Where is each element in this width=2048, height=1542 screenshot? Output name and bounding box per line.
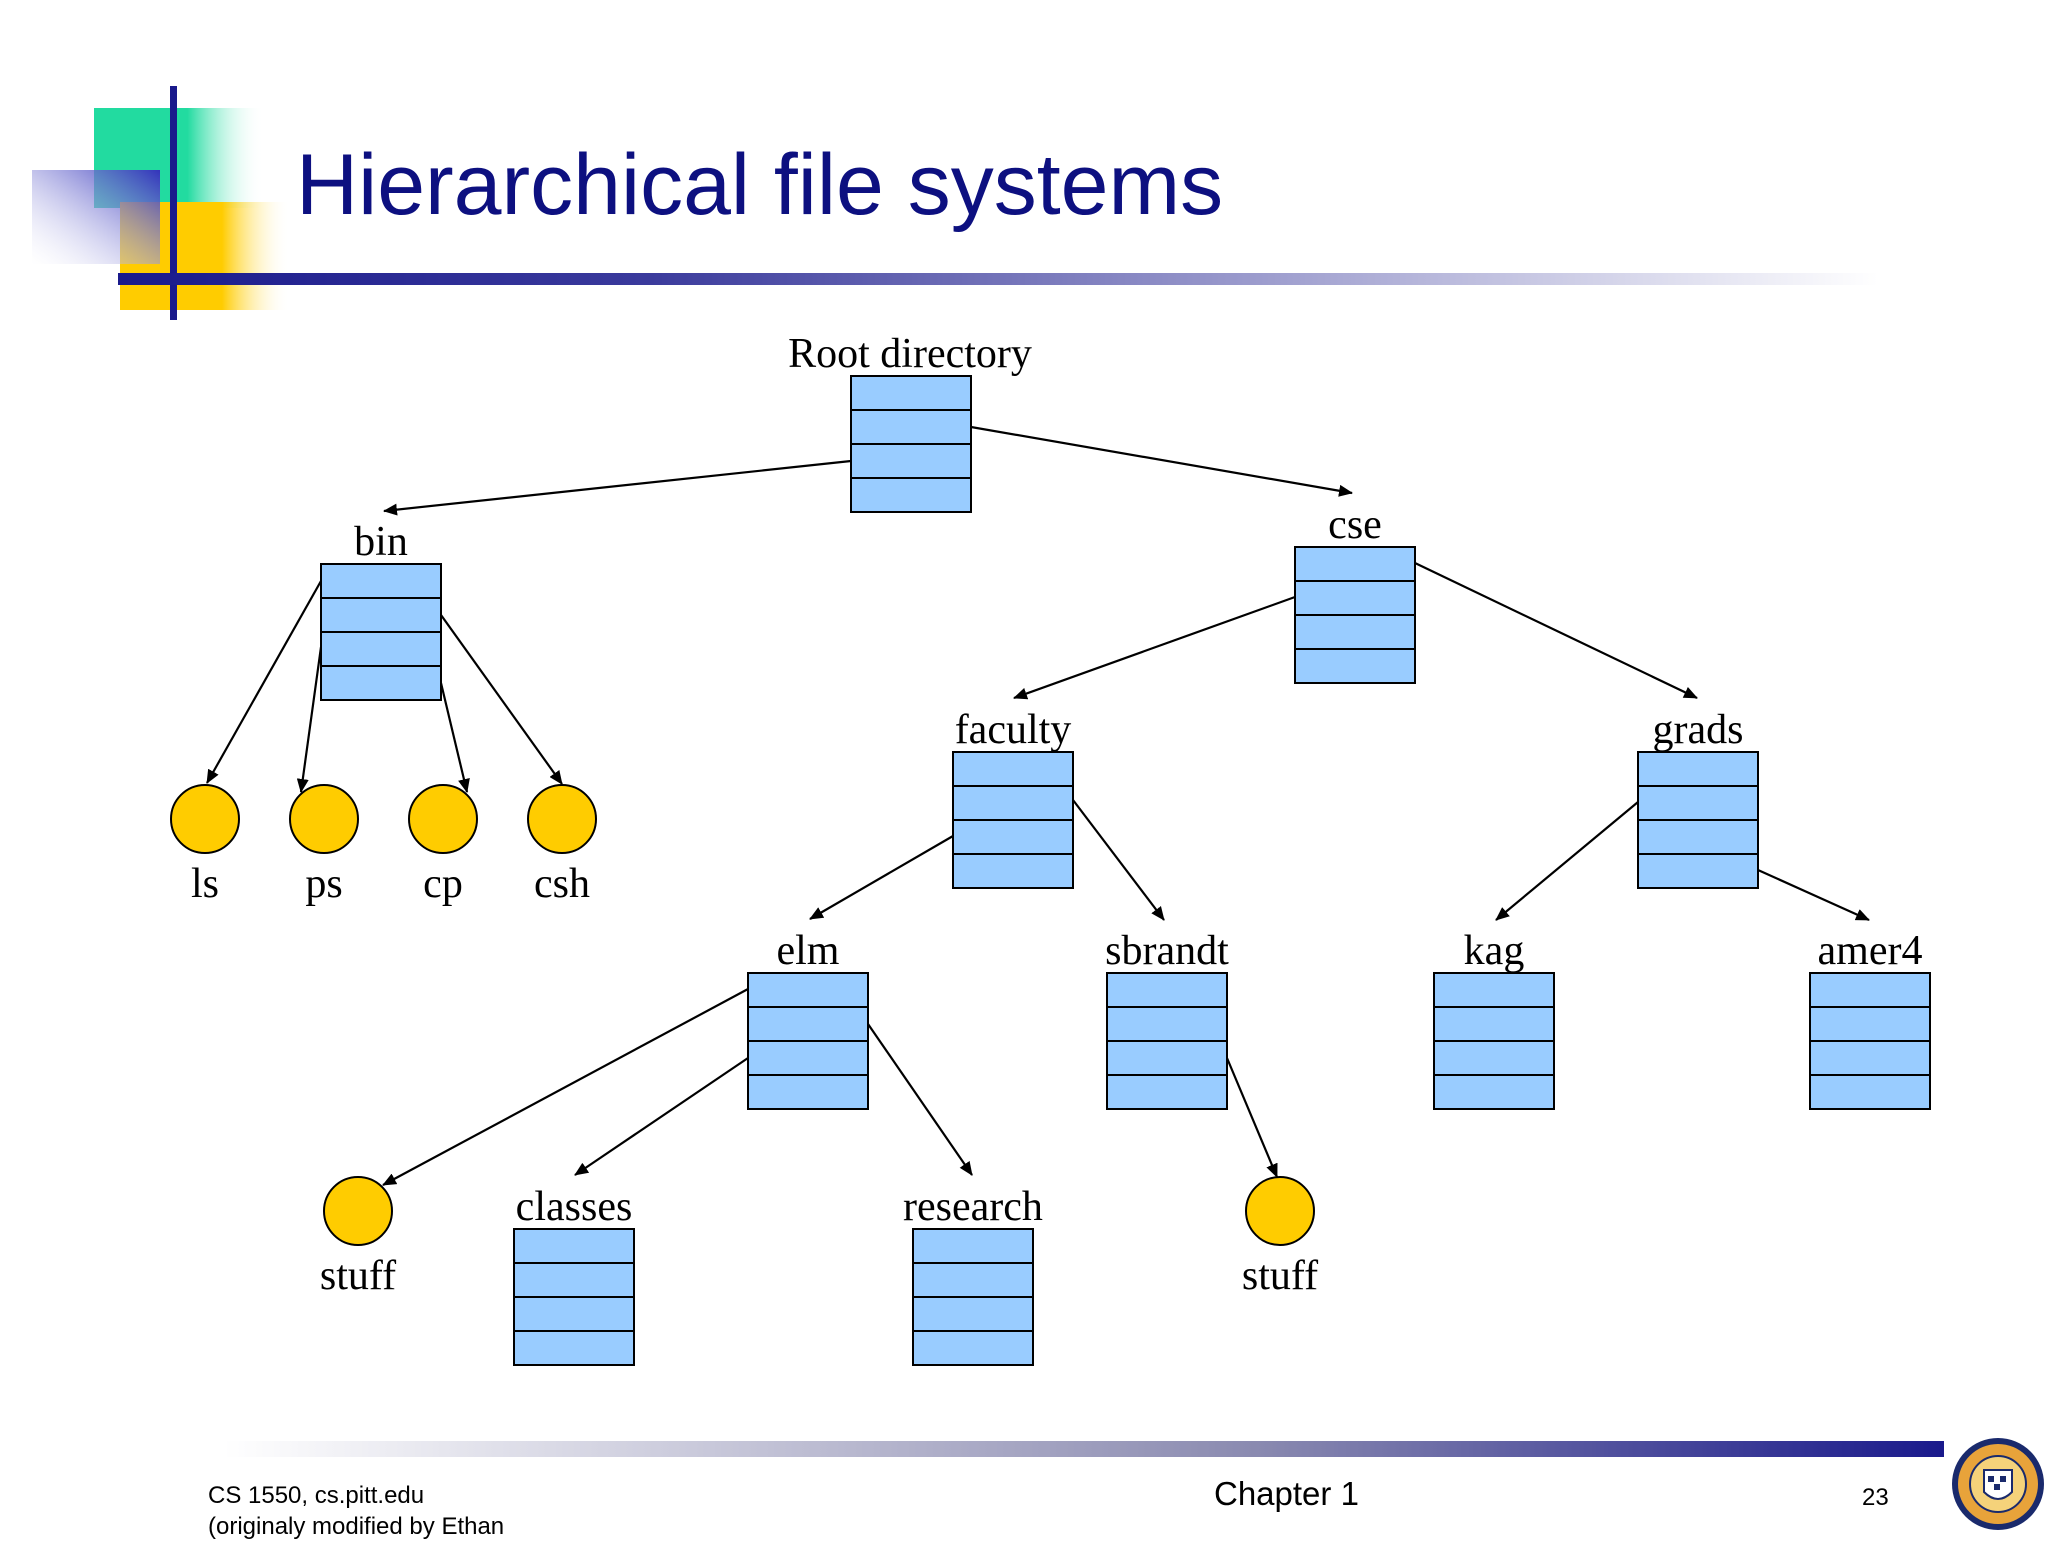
edge-cse-to-grads	[1414, 562, 1698, 699]
slide-title: Hierarchical file systems	[296, 137, 1224, 233]
file-stuff1	[323, 1176, 393, 1246]
directory-bin	[320, 563, 442, 701]
directory-sbrandt	[1106, 972, 1228, 1110]
footer-chapter: Chapter 1	[1214, 1475, 1359, 1512]
edge-faculty-to-elm	[809, 835, 954, 920]
file-ps	[289, 784, 359, 854]
edge-grads-to-kag	[1495, 801, 1639, 921]
directory-cse	[1294, 546, 1416, 684]
edge-elm-to-research	[867, 1023, 973, 1176]
footer-line-2: (originaly modified by Ethan	[208, 1513, 505, 1540]
directory-amer4	[1809, 972, 1931, 1110]
directory-root	[850, 375, 972, 513]
vertical-bar	[170, 86, 177, 320]
file-label-ps: ps	[305, 861, 342, 907]
directory-research	[912, 1228, 1034, 1366]
title-underline	[118, 273, 1878, 285]
directory-label-amer4: amer4	[1818, 928, 1923, 974]
directory-label-cse: cse	[1328, 502, 1382, 548]
directory-label-research: research	[903, 1184, 1043, 1230]
directory-kag	[1433, 972, 1555, 1110]
directory-elm	[747, 972, 869, 1110]
file-stuff2	[1245, 1176, 1315, 1246]
directory-label-elm: elm	[777, 928, 840, 974]
corner-decoration	[32, 86, 290, 320]
edge-root-to-cse	[970, 425, 1353, 497]
edge-root-to-bin	[383, 459, 852, 516]
directory-label-sbrandt: sbrandt	[1105, 928, 1229, 974]
directory-label-kag: kag	[1464, 928, 1525, 974]
file-system-tree-diagram: Root directory bin cse faculty grads elm sbran…	[170, 331, 1931, 1366]
edge-bin-to-cp	[439, 682, 470, 793]
directory-label-grads: grads	[1653, 707, 1744, 753]
file-cp	[408, 784, 478, 854]
footer-line-1: CS 1550, cs.pitt.edu	[208, 1482, 425, 1509]
page-number: 23	[1862, 1484, 1889, 1511]
file-label-csh: csh	[534, 861, 590, 907]
footer-bar	[224, 1441, 1944, 1457]
edge-bin-to-csh	[440, 614, 563, 785]
file-label-stuff2: stuff	[1242, 1253, 1318, 1299]
directory-label-root: Root directory	[788, 331, 1032, 377]
edge-elm-to-stuff1	[382, 988, 749, 1186]
file-label-cp: cp	[423, 861, 463, 907]
file-ls	[170, 784, 240, 854]
edge-faculty-to-sbrandt	[1072, 799, 1165, 921]
edge-cse-to-faculty	[1013, 595, 1296, 700]
footer-course-credit: CS 1550, cs.pitt.edu (originaly modified…	[208, 1480, 504, 1542]
edge-grads-to-amer4	[1757, 868, 1870, 922]
directory-grads	[1637, 751, 1759, 889]
directory-classes	[513, 1228, 635, 1366]
file-csh	[527, 784, 597, 854]
edge-elm-to-classes	[574, 1057, 749, 1176]
edge-bin-to-ls	[206, 580, 322, 784]
directory-label-classes: classes	[516, 1184, 633, 1230]
edge-sbrandt-to-stuff2	[1225, 1057, 1279, 1178]
directory-faculty	[952, 751, 1074, 889]
file-label-stuff1: stuff	[320, 1253, 396, 1299]
file-label-ls: ls	[191, 861, 219, 907]
directory-label-faculty: faculty	[955, 707, 1072, 753]
university-seal-icon	[1952, 1438, 2044, 1530]
edge-bin-to-ps	[296, 646, 323, 793]
blue-square	[32, 170, 160, 264]
directory-label-bin: bin	[354, 519, 408, 565]
